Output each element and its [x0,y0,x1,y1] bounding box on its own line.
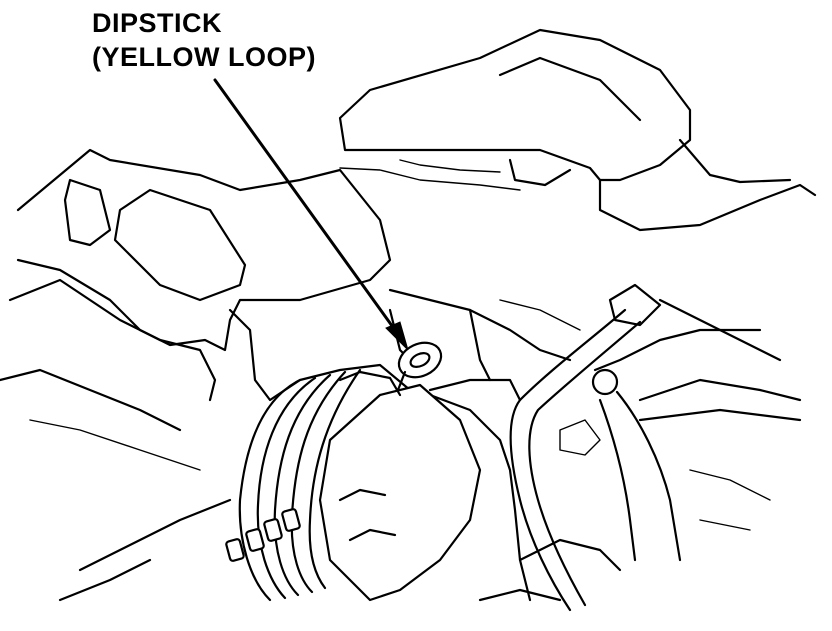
dipstick-loop [396,341,443,392]
callout-line-2: (YELLOW LOOP) [92,42,316,72]
dipstick-callout-label: DIPSTICK (YELLOW LOOP) [92,6,316,74]
right-hoses [509,283,802,612]
intake-housing [338,28,817,232]
lower-right-details [478,469,771,602]
callout-line-1: DIPSTICK [92,8,223,38]
distributor-box [318,370,482,602]
leader-arrow [213,78,410,352]
wire-harness [225,368,362,602]
left-body-panel [0,148,392,602]
